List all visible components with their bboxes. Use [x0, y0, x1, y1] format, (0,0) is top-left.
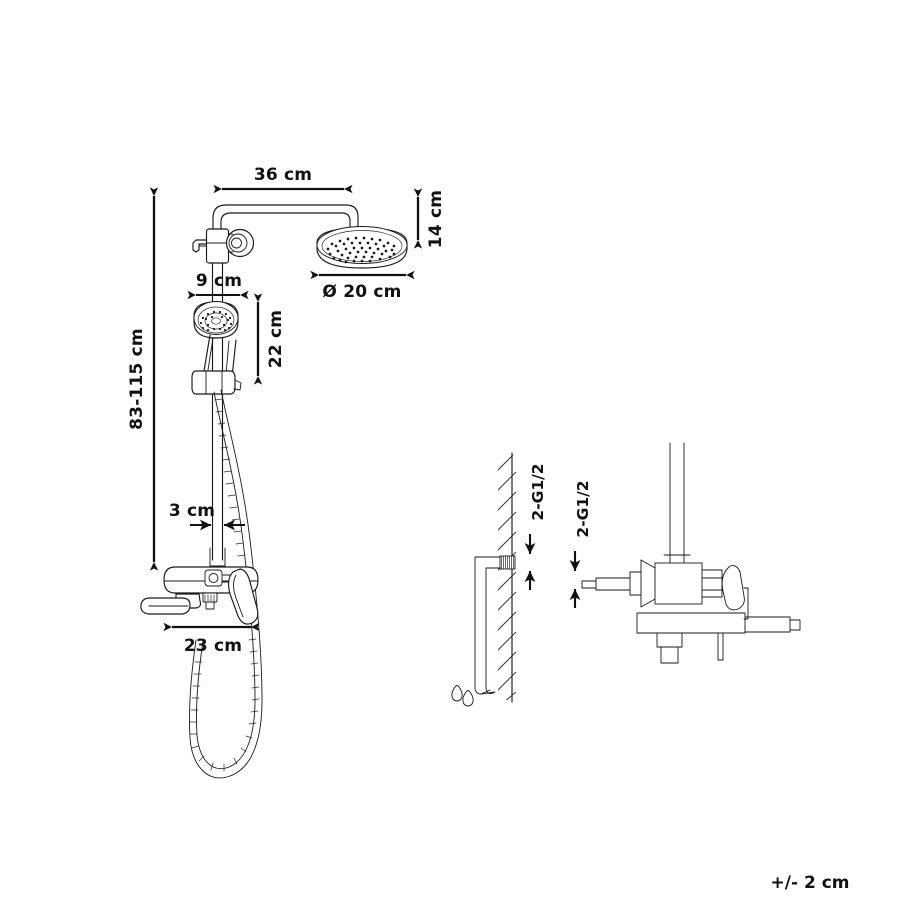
dimension-rail-offset-label: 3 cm	[169, 501, 215, 521]
rain-shower-head	[316, 226, 408, 269]
wall-thread-dimension: 2-G1/2	[524, 463, 547, 590]
valve-detail-view: 2-G1/2	[569, 442, 801, 664]
dimension-head-drop: 14 cm	[413, 188, 446, 249]
valve-thread-label: 2-G1/2	[574, 480, 592, 537]
valve-riser-tube	[663, 442, 691, 564]
dimension-spout-reach-label: 23 cm	[184, 636, 242, 656]
dimension-arm-reach: 36 cm	[213, 165, 353, 194]
main-elevation-view: 36 cm 14 cm Ø 20 cm 83-115 cm 9 cm	[127, 165, 446, 779]
dimension-handshower-length-label: 22 cm	[266, 310, 286, 368]
dimension-head-drop-label: 14 cm	[426, 190, 446, 248]
hand-shower-face-dots	[199, 310, 233, 332]
diverter-body	[192, 228, 255, 264]
dimension-handshower-offset-label: 9 cm	[196, 271, 242, 291]
wall-thread-block	[499, 555, 516, 570]
dimension-handshower-length: 22 cm	[253, 293, 286, 385]
dimension-rail-offset: 3 cm	[169, 501, 245, 531]
dimension-handshower-offset: 9 cm	[187, 271, 249, 300]
dimension-total-height-label: 83-115 cm	[127, 328, 147, 430]
tolerance-note: +/- 2 cm	[771, 873, 850, 893]
wall-inlet-pipes	[474, 556, 513, 695]
wall-section-view: 2-G1/2	[451, 452, 547, 707]
valve-thread-dimension: 2-G1/2	[569, 480, 592, 608]
dimension-spout-reach: 23 cm	[163, 622, 260, 656]
dimension-head-diameter-label: Ø 20 cm	[322, 282, 401, 302]
bath-shower-mixer	[140, 547, 259, 625]
dimension-total-height: 83-115 cm	[127, 187, 159, 571]
valve-body	[581, 559, 801, 664]
slide-bar-holder	[191, 370, 242, 395]
dimension-head-diameter: Ø 20 cm	[310, 270, 415, 302]
wall-thread-label: 2-G1/2	[529, 463, 547, 520]
water-drop-icon	[451, 685, 474, 707]
dimension-arm-reach-label: 36 cm	[254, 165, 312, 185]
spray-face-dots	[326, 236, 396, 264]
